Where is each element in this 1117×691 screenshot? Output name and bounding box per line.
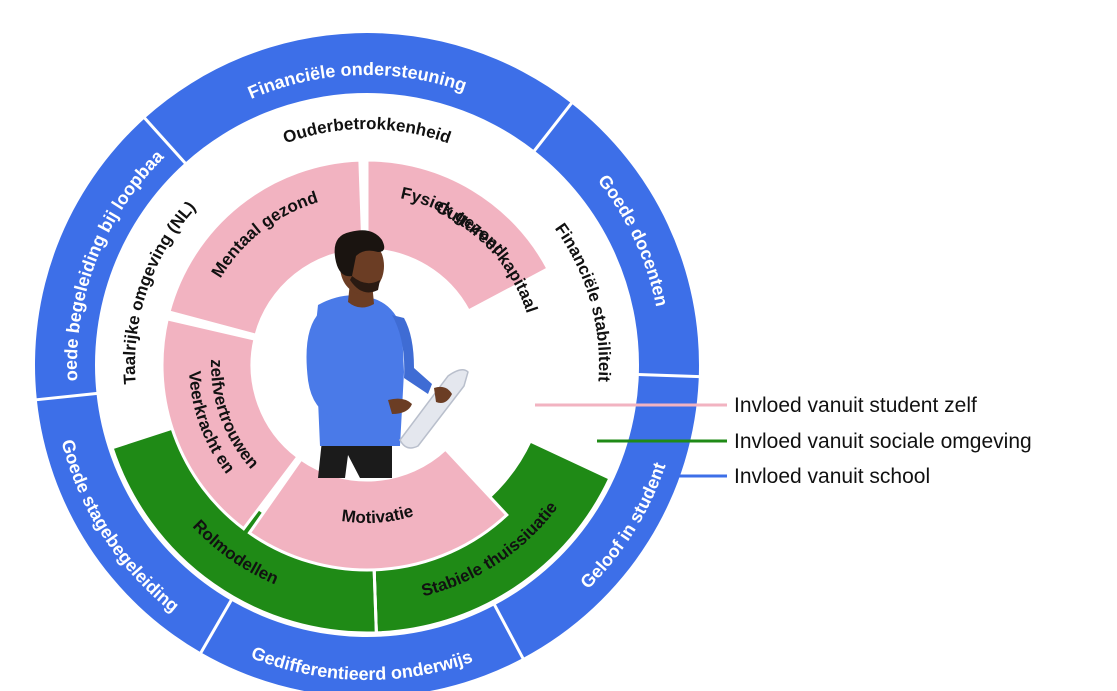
outer-ring-divider bbox=[35, 391, 98, 402]
legend-label-social: Invloed vanuit sociale omgeving bbox=[734, 430, 1032, 453]
inner-segment-veerkracht bbox=[160, 317, 300, 531]
outer-segment-geloof-in-student bbox=[494, 374, 699, 659]
outer-segment-gedifferentieerd-onderwijs bbox=[201, 600, 523, 691]
label-ouderbetrokkenheid: Ouderbetrokkenheid bbox=[281, 114, 454, 147]
outer-segment-goede-docenten bbox=[534, 103, 699, 377]
legend-label-school: Invloed vanuit school bbox=[734, 465, 930, 488]
tablet-device bbox=[399, 369, 469, 449]
student-beard bbox=[350, 276, 380, 293]
outer-segment-financiele-ondersteuning bbox=[144, 33, 572, 163]
legend: Invloed vanuit student zelf Invloed vanu… bbox=[535, 394, 1032, 488]
student-right-hand bbox=[434, 386, 452, 403]
outer-ring-divider bbox=[637, 372, 700, 379]
outer-ring bbox=[34, 33, 700, 691]
inner-segment-fysiek-gezond bbox=[365, 158, 551, 314]
outer-ring-divider bbox=[532, 101, 574, 153]
outer-segment-goede-stagebegeleiding bbox=[36, 393, 232, 653]
student-left-arm bbox=[306, 312, 398, 418]
student-legs bbox=[318, 440, 392, 478]
student-hair bbox=[334, 230, 385, 277]
legend-label-student: Invloed vanuit student zelf bbox=[734, 394, 977, 417]
outer-ring-divider bbox=[143, 116, 187, 165]
outer-ring-dividers bbox=[35, 101, 700, 660]
outer-segment-goede-begeleiding-bij-loopbaan bbox=[34, 118, 185, 400]
student-left-hand bbox=[388, 398, 412, 414]
outer-ring-divider bbox=[199, 598, 233, 655]
outer-ring-divider bbox=[492, 603, 525, 660]
inner-segment-mentaal-gezond bbox=[167, 158, 365, 338]
inner-segment-motivatie bbox=[247, 446, 509, 572]
student-right-arm bbox=[392, 315, 432, 394]
label-financiele-stabiliteit: Financiële stabiliteit bbox=[551, 220, 614, 383]
inner-ring bbox=[160, 158, 551, 572]
student-figure bbox=[306, 230, 469, 478]
